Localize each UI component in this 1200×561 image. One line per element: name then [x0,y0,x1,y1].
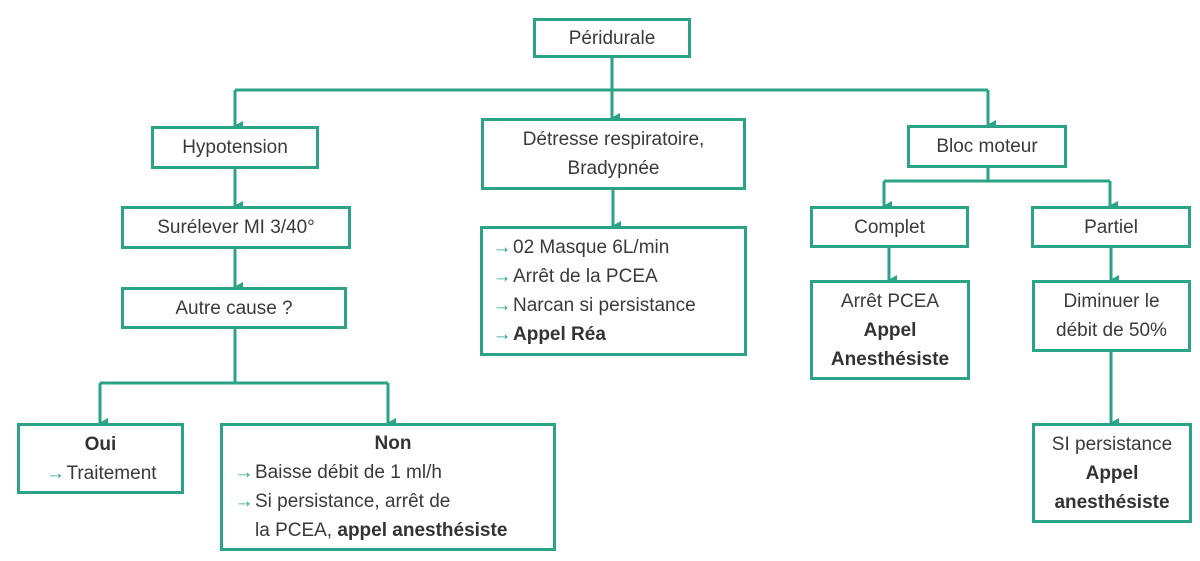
partiel-label: Partiel [1084,216,1138,238]
detresse-item-3-text: Narcan si persistance [513,295,696,316]
appel-label: Appel [863,319,917,341]
oui-node: Oui → Traitement [17,423,184,494]
autre-cause-node: Autre cause ? [121,287,347,329]
non-item-2-bold: appel anesthésiste [337,520,508,541]
surelever-node: Surélever MI 3/40° [121,206,351,249]
root-node: Péridurale [533,18,691,58]
detresse-item-2: → Arrêt de la PCEA [491,262,658,291]
non-item-2-text: Si persistance, arrêt de [255,491,451,512]
arret-pcea-line: Arrêt PCEA [840,290,940,312]
detresse-item-1-text: 02 Masque 6L/min [513,237,670,258]
si-persistance-node: SI persistance Appel anesthésiste [1032,423,1192,523]
oui-item: → Traitement [44,459,157,488]
followup-anesthesiste-label: anesthésiste [1054,491,1170,513]
right-arrow-icon: → [492,324,512,345]
detresse-item-2-text: Arrêt de la PCEA [513,266,658,287]
detresse-item-1: → 02 Masque 6L/min [491,233,670,262]
si-persistance-line: SI persistance [1051,433,1173,455]
right-arrow-icon: → [492,237,512,258]
hypotension-node: Hypotension [151,126,319,169]
detresse-node: Détresse respiratoire, Bradypnée [481,118,746,190]
hypotension-label: Hypotension [182,137,288,158]
right-arrow-icon: → [492,295,512,316]
detresse-item-3: → Narcan si persistance [491,291,696,320]
non-node: Non → Baisse débit de 1 ml/h → Si persis… [220,423,556,551]
non-item-1: → Baisse débit de 1 ml/h [233,458,553,487]
right-arrow-icon: → [492,266,512,287]
anesthesiste-label: Anesthésiste [830,348,950,370]
complet-node: Complet [810,206,969,248]
non-title: Non [374,433,412,454]
right-arrow-icon: → [45,462,65,484]
complet-label: Complet [854,216,925,238]
diminuer-debit-node: Diminuer le débit de 50% [1032,280,1191,352]
followup-appel-label: Appel [1085,462,1139,484]
arret-pcea-node: Arrêt PCEA Appel Anesthésiste [810,280,970,380]
root-label: Péridurale [568,27,656,49]
non-item-1-text: Baisse débit de 1 ml/h [255,462,442,483]
oui-title: Oui [84,433,117,455]
surelever-label: Surélever MI 3/40° [157,217,315,238]
right-arrow-icon: → [234,462,254,483]
non-item-2-continued: la PCEA, appel anesthésiste [233,516,553,545]
bloc-moteur-label: Bloc moteur [936,136,1038,157]
diminuer-line-2: débit de 50% [1056,320,1167,341]
autre-cause-label: Autre cause ? [175,297,293,319]
bloc-moteur-node: Bloc moteur [907,125,1067,168]
non-item-2-cont-text: la PCEA, [255,520,338,541]
partiel-node: Partiel [1031,206,1191,248]
detresse-line-1: Détresse respiratoire, [522,129,705,150]
detresse-item-4: → Appel Réa [491,320,606,349]
diminuer-line-1: Diminuer le [1063,291,1160,312]
detresse-item-4-text: Appel Réa [513,324,606,345]
right-arrow-icon: → [234,491,254,512]
detresse-line-2: Bradypnée [567,158,660,179]
oui-item-text: Traitement [66,462,157,484]
detresse-actions-node: → 02 Masque 6L/min → Arrêt de la PCEA → … [480,226,747,356]
non-item-2: → Si persistance, arrêt de [233,487,553,516]
